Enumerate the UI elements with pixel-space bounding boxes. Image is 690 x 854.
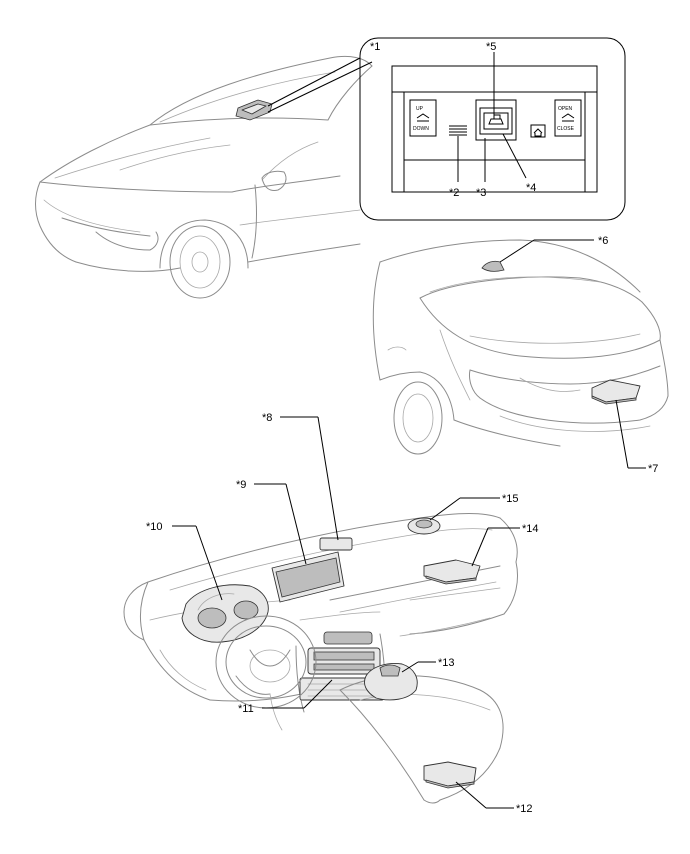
callout-3: *3 bbox=[476, 187, 486, 199]
callout-10: *10 bbox=[146, 521, 163, 533]
home-icon bbox=[533, 128, 543, 137]
rear-car-view bbox=[372, 239, 669, 455]
car-symbol-icon bbox=[488, 118, 504, 125]
microphone-grille bbox=[449, 125, 467, 136]
callout-6: *6 bbox=[598, 235, 608, 247]
switch-label-down: DOWN bbox=[413, 126, 429, 132]
callout-11: *11 bbox=[238, 703, 254, 715]
callout-15: *15 bbox=[502, 493, 519, 505]
front-car-view bbox=[35, 55, 373, 299]
overhead-console-detail: UP DOWN OPEN CLOSE bbox=[359, 37, 626, 221]
dashboard-view bbox=[123, 513, 518, 804]
switch-label-close: CLOSE bbox=[557, 126, 575, 132]
callout-2: *2 bbox=[449, 187, 459, 199]
switch-label-open: OPEN bbox=[558, 106, 573, 112]
callout-4: *4 bbox=[526, 182, 536, 194]
callout-14: *14 bbox=[522, 523, 539, 535]
callout-9: *9 bbox=[236, 479, 246, 491]
callout-8: *8 bbox=[262, 412, 272, 424]
callout-12: *12 bbox=[516, 803, 533, 815]
switch-label-up: UP bbox=[416, 106, 424, 112]
callout-5: *5 bbox=[486, 41, 496, 53]
callout-13: *13 bbox=[438, 657, 455, 669]
callout-1: *1 bbox=[370, 41, 380, 53]
callout-7: *7 bbox=[648, 463, 658, 475]
